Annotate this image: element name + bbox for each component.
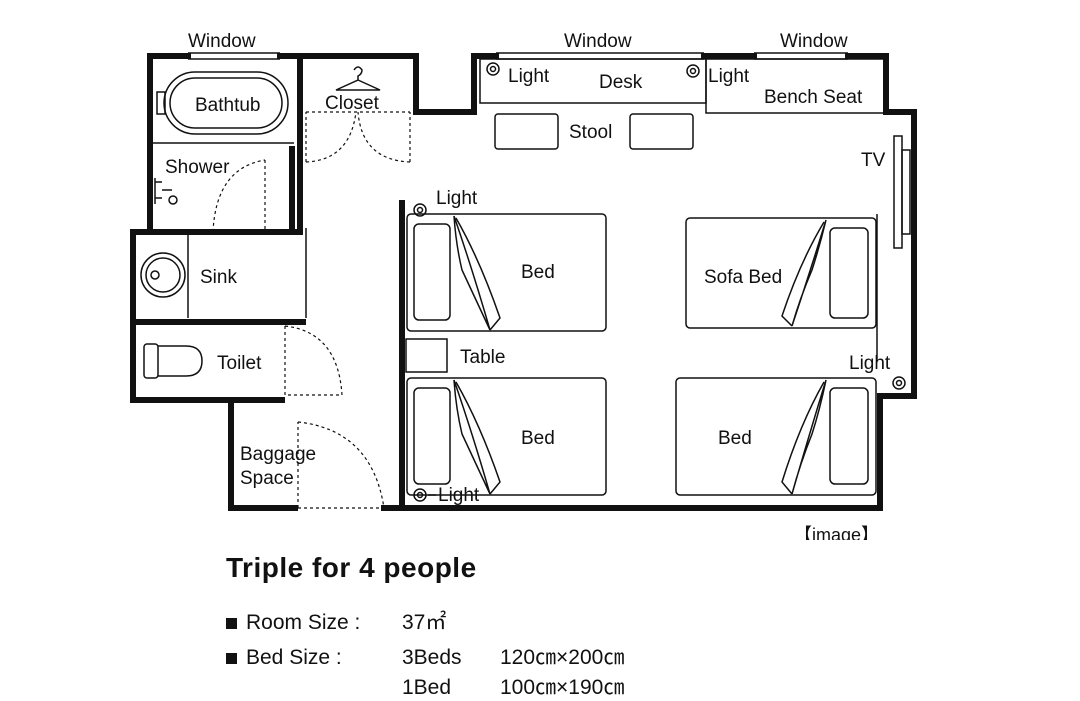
toilet-icon — [143, 343, 203, 379]
shower-door — [212, 159, 292, 233]
window-left-label: Window — [188, 31, 256, 52]
window-right-label: Window — [780, 31, 848, 52]
bed-top-left-label: Bed — [521, 262, 555, 283]
bed-light-bottom-label: Light — [438, 485, 480, 506]
right-light-label: Light — [849, 353, 891, 374]
shower-head-icon — [154, 178, 178, 205]
bed-light-top — [413, 203, 427, 217]
sofa-bed-label: Sofa Bed — [704, 267, 782, 288]
room-size-value: 37㎡ — [402, 611, 447, 634]
bathtub — [156, 71, 289, 135]
desk-light-right-label: Light — [708, 66, 750, 87]
tv — [893, 135, 911, 249]
sink-label: Sink — [200, 267, 237, 288]
toilet-label: Toilet — [217, 353, 262, 374]
bed-count: 1Bed — [402, 676, 452, 699]
bed-light-top-label: Light — [436, 188, 478, 209]
bed-bottom-left — [406, 377, 607, 496]
table — [405, 338, 448, 373]
baggage-label-line1: Baggage — [240, 444, 316, 465]
room-size-row: Room Size : 37㎡ — [226, 606, 446, 636]
tv-label: TV — [861, 150, 886, 171]
bed-bottom-left-label: Bed — [521, 428, 555, 449]
closet-label: Closet — [325, 93, 380, 114]
sofa-bed — [685, 217, 877, 329]
bench-seat — [705, 58, 887, 114]
sink-icon — [140, 252, 186, 298]
room-size-label: Room Size : — [246, 611, 361, 634]
bed-top-left — [406, 213, 607, 332]
bathtub-label: Bathtub — [195, 95, 261, 116]
bed-dimension: 120㎝×200㎝ — [500, 646, 625, 669]
bed-light-bottom — [413, 488, 436, 502]
hanger-icon — [335, 66, 381, 91]
floor-plan: Window Window Window Bathtub Closet Show… — [130, 31, 917, 540]
room-title: Triple for 4 people — [226, 552, 477, 583]
bed-size-row-2: 1Bed 100㎝×190㎝ — [226, 671, 624, 701]
shower-label: Shower — [165, 157, 230, 178]
desk-light-left-label: Light — [508, 66, 550, 87]
stool-label: Stool — [569, 122, 612, 143]
bed-size-label: Bed Size : — [246, 646, 342, 669]
desk-lights — [486, 62, 700, 78]
bed-bottom-right-label: Bed — [718, 428, 752, 449]
image-note: 【image】 — [794, 525, 879, 540]
bed-size-row: Bed Size : 3Beds 120㎝×200㎝ — [226, 641, 624, 671]
bed-bottom-right — [675, 377, 877, 496]
right-light — [892, 376, 906, 390]
stools — [494, 113, 694, 150]
baggage-label-line2: Space — [240, 468, 294, 489]
window-center-label: Window — [564, 31, 632, 52]
closet-doors — [305, 111, 411, 163]
desk-label: Desk — [599, 72, 643, 93]
bed-count: 3Beds — [402, 646, 462, 669]
interior-walls — [133, 56, 405, 508]
bed-dimension: 100㎝×190㎝ — [500, 676, 625, 699]
toilet-door — [284, 325, 343, 396]
table-label: Table — [460, 347, 505, 368]
bench-seat-label: Bench Seat — [764, 87, 863, 108]
bullet-icon — [226, 618, 237, 629]
bullet-icon — [226, 653, 237, 664]
entry-door — [297, 421, 385, 509]
